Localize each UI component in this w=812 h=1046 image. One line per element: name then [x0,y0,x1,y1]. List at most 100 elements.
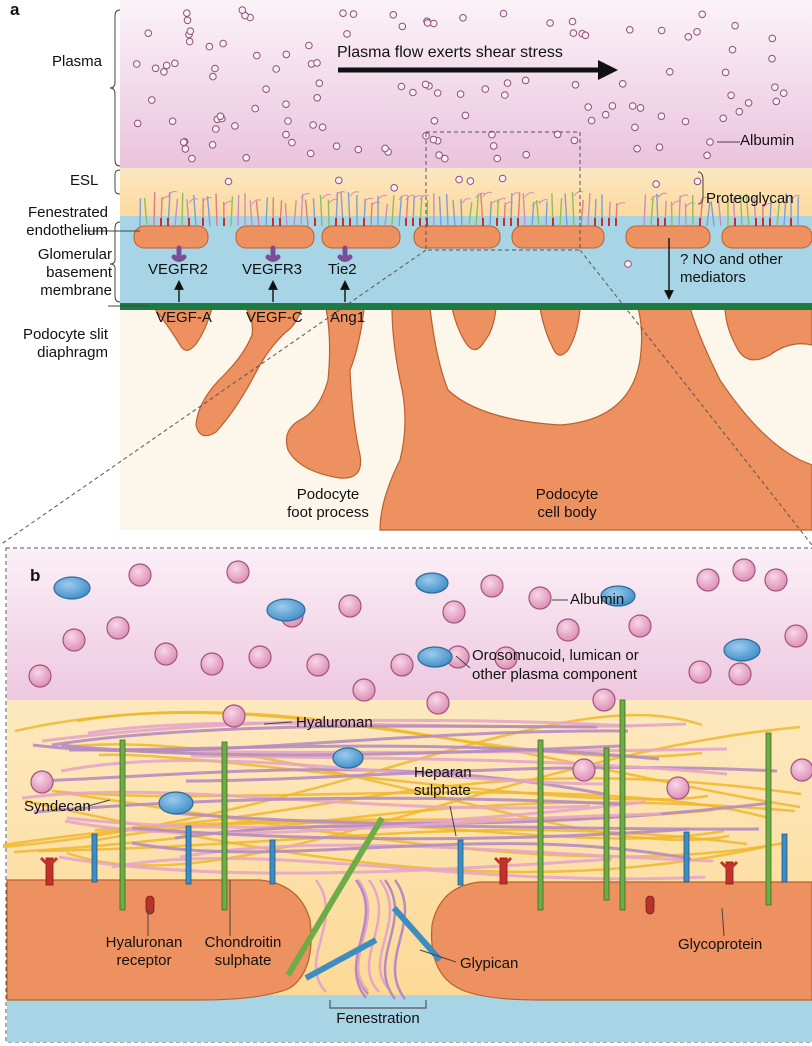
albumin-particle [333,143,340,150]
albumin-particle [729,46,736,53]
albumin-particle [658,113,665,120]
syndecan-label: Syndecan [24,798,91,816]
albumin-particle [682,118,689,125]
albumin-particle [382,145,389,152]
albumin-particle [529,587,551,609]
heparan-sulphate-chain [684,832,689,882]
albumin-particle [283,101,290,108]
albumin-particle [243,155,250,162]
albumin-particle [571,137,578,144]
albumin-particle [263,86,270,93]
foot-line-2: foot process [268,504,388,522]
heparan-sulphate-chain [186,826,191,884]
albumin-particle [732,22,739,29]
orosomucoid-particle [267,599,305,621]
albumin-particle [210,73,217,80]
albumin-particle [232,123,239,130]
no-line-1: ? NO and other [680,251,783,269]
hyal-rec-line-1: Hyaluronan [84,934,204,952]
syndecan-core-protein [620,700,625,910]
albumin-particle [547,20,554,27]
albumin-particle [602,111,609,118]
podocyte-slit-diaphragm-line [120,303,812,310]
albumin-particle [504,80,511,87]
albumin-particle [399,23,406,30]
albumin-particle [699,11,706,18]
albumin-particle [573,759,595,781]
proteoglycan-strand [328,200,329,226]
albumin-particle [728,92,735,99]
albumin-particle [129,564,151,586]
slit-line-2: diaphragm [0,344,108,362]
hyaluronan-receptor [646,896,654,914]
albumin-particle [619,81,626,88]
albumin-particle [569,18,576,25]
albumin-particle [285,118,292,125]
albumin-particle [499,175,506,182]
albumin-particle [707,139,714,146]
albumin-particle [656,144,663,151]
albumin-particle [634,145,641,152]
albumin-particle [557,619,579,641]
albumin-particle [283,51,290,58]
albumin-particle [410,89,417,96]
heparan-sulphate-chain [92,834,97,882]
albumin-particle [355,146,362,153]
heparan-sulphate-chain [270,840,275,884]
albumin-particle [685,34,692,41]
albumin-particle [481,575,503,597]
albumin-particle [457,91,464,98]
albumin-particle [769,55,776,62]
albumin-label-b: Albumin [570,591,624,609]
foot-line-1: Podocyte [268,486,388,504]
vegfa-label: VEGF-A [156,309,212,327]
fenestrated-line-1: Fenestrated [0,204,108,222]
syndecan-core-protein [766,733,771,905]
albumin-particle [289,139,296,146]
tie2-label: Tie2 [328,261,357,279]
albumin-particle [273,66,280,73]
foot-process-label: Podocyte foot process [268,486,388,522]
albumin-particle [733,559,755,581]
glypican-label: Glypican [460,955,518,973]
syndecan-core-protein [538,740,543,910]
ang1-label: Ang1 [330,309,365,327]
albumin-particle [220,40,227,47]
albumin-particle [694,178,701,185]
albumin-particle [629,615,651,637]
albumin-particle [339,595,361,617]
proteoglycan-strand [154,192,155,226]
albumin-particle [637,105,644,112]
albumin-particle [209,142,216,149]
orosomucoid-particle [416,573,448,593]
albumin-particle [582,32,589,39]
panel-b-letter: b [30,566,40,586]
orosomucoid-particle [333,748,363,768]
albumin-particle [791,759,812,781]
albumin-particle [31,771,53,793]
albumin-particle [212,65,219,72]
albumin-particle [593,689,615,711]
orosomucoid-particle [159,792,193,814]
chondroitin-sulphate-label: Chondroitin sulphate [188,934,298,970]
albumin-particle [249,646,271,668]
albumin-particle [155,643,177,665]
fenestrated-endothelium-label: Fenestrated endothelium [0,204,108,240]
albumin-particle [460,14,467,21]
glycoprotein-label: Glycoprotein [678,936,762,954]
albumin-particle [694,29,701,36]
albumin-particle [572,82,579,89]
albumin-particle [736,108,743,115]
albumin-particle [442,155,449,162]
albumin-particle [161,69,168,76]
heparan-line-2: sulphate [414,782,472,800]
albumin-particle [745,100,752,107]
albumin-particle [772,84,779,91]
proteoglycan-strand [182,193,183,226]
albumin-particle [780,90,787,97]
hyaluronan-receptor [146,896,154,914]
albumin-particle [430,20,437,27]
fenestrated-line-2: endothelium [0,222,108,240]
albumin-particle [225,178,232,185]
albumin-particle [456,176,463,183]
